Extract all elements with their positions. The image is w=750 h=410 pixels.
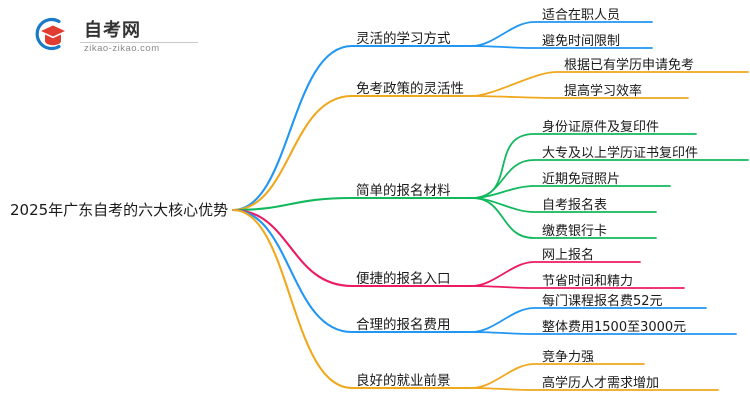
child-node-3-2[interactable]: 大专及以上学历证书复印件: [542, 146, 699, 161]
branch-node-2[interactable]: 免考政策的灵活性: [356, 81, 464, 97]
child-node-2-2[interactable]: 提高学习效率: [564, 84, 643, 99]
child-edge: [471, 45, 653, 49]
child-edge: [471, 363, 645, 389]
child-edge: [471, 285, 685, 289]
child-node-3-3[interactable]: 近期免冠照片: [542, 172, 621, 187]
child-edge: [471, 197, 657, 239]
branch-edge: [231, 44, 474, 212]
branch-node-6[interactable]: 良好的就业前景: [356, 373, 451, 389]
child-node-5-2[interactable]: 整体费用1500至3000元: [542, 320, 687, 335]
child-edge: [471, 71, 749, 97]
child-edge: [471, 331, 737, 335]
child-node-4-2[interactable]: 节省时间和精力: [542, 274, 634, 289]
child-node-3-4[interactable]: 自考报名表: [542, 198, 608, 213]
child-edge: [471, 307, 707, 333]
child-edge: [471, 185, 671, 199]
child-node-6-2[interactable]: 高学历人才需求增加: [542, 376, 660, 391]
graduation-cap-circle-icon: [35, 17, 65, 51]
root-node-label: 2025年广东自考的六大核心优势: [10, 201, 229, 219]
child-node-1-1[interactable]: 适合在职人员: [542, 8, 621, 23]
branch-node-4[interactable]: 便捷的报名入口: [356, 271, 451, 287]
child-node-4-1[interactable]: 网上报名: [542, 248, 595, 263]
child-node-6-1[interactable]: 竞争力强: [542, 350, 595, 365]
branch-edge: [231, 94, 474, 212]
branch-edge: [231, 208, 474, 334]
branch-edge: [231, 208, 474, 288]
site-logo: 自考网 zikao-zikao.com: [28, 12, 208, 56]
child-edge: [471, 261, 641, 287]
child-edge: [471, 387, 719, 391]
child-node-2-1[interactable]: 根据已有学历申请免考: [564, 58, 695, 73]
branch-node-3[interactable]: 简单的报名材料: [356, 183, 451, 199]
child-node-3-1[interactable]: 身份证原件及复印件: [542, 120, 660, 135]
logo-url-text: zikao-zikao.com: [84, 43, 160, 54]
child-node-3-5[interactable]: 缴费银行卡: [542, 224, 608, 239]
branch-node-5[interactable]: 合理的报名费用: [356, 317, 451, 333]
child-edge: [471, 95, 689, 99]
logo-brand-text: 自考网: [84, 20, 141, 41]
branch-edge: [231, 196, 474, 212]
logo-divider: [80, 42, 198, 43]
branch-node-1[interactable]: 灵活的学习方式: [356, 31, 451, 47]
child-node-1-2[interactable]: 避免时间限制: [542, 34, 621, 49]
child-edge: [471, 21, 653, 47]
branch-edge: [231, 208, 474, 390]
child-node-5-1[interactable]: 每门课程报名费52元: [542, 294, 663, 309]
